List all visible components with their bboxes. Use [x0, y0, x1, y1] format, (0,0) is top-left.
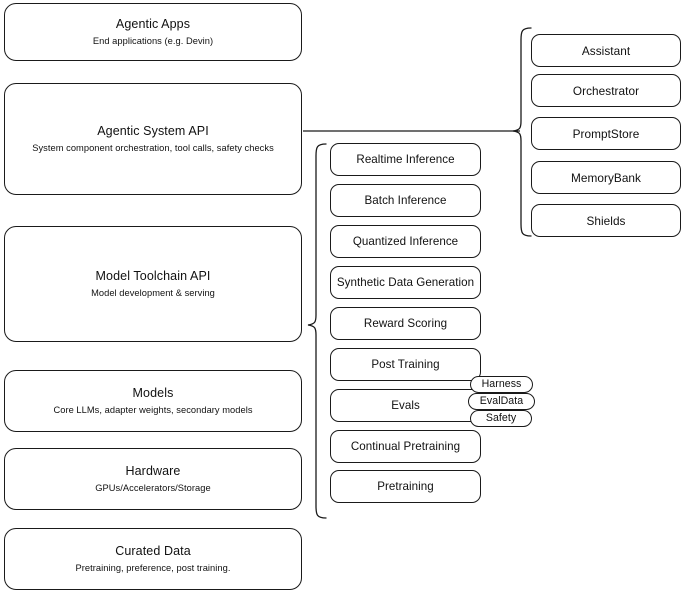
capability-label: Continual Pretraining: [350, 439, 461, 453]
capability-label: Pretraining: [377, 479, 434, 493]
layer-title: Agentic System API: [97, 124, 209, 138]
component-label: Shields: [586, 213, 626, 228]
evals-badge-harness[interactable]: Harness: [470, 376, 533, 393]
component-memorybank[interactable]: MemoryBank: [531, 161, 681, 194]
layer-title: Model Toolchain API: [95, 269, 211, 283]
layer-title: Agentic Apps: [115, 17, 191, 31]
layer-title: Hardware: [125, 464, 181, 478]
capability-label: Post Training: [371, 357, 440, 371]
capability-label: Synthetic Data Generation: [336, 275, 475, 289]
layer-subtitle: Pretraining, preference, post training.: [75, 563, 231, 573]
evals-badge-label: EvalData: [479, 395, 524, 407]
capability-synthetic-data-generation[interactable]: Synthetic Data Generation: [330, 266, 481, 299]
layer-title: Curated Data: [115, 544, 191, 558]
evals-badge-safety[interactable]: Safety: [470, 410, 532, 427]
evals-badge-label: Harness: [481, 378, 522, 390]
capability-realtime-inference[interactable]: Realtime Inference: [330, 143, 481, 176]
capability-label: Quantized Inference: [352, 234, 459, 248]
capability-quantized-inference[interactable]: Quantized Inference: [330, 225, 481, 258]
capability-pretraining[interactable]: Pretraining: [330, 470, 481, 503]
component-label: Orchestrator: [572, 83, 640, 98]
capability-reward-scoring[interactable]: Reward Scoring: [330, 307, 481, 340]
layer-curated-data[interactable]: Curated Data Pretraining, preference, po…: [4, 528, 302, 590]
capability-label: Realtime Inference: [356, 152, 455, 166]
component-assistant[interactable]: Assistant: [531, 34, 681, 67]
capability-continual-pretraining[interactable]: Continual Pretraining: [330, 430, 481, 463]
capability-label: Batch Inference: [364, 193, 447, 207]
capability-post-training[interactable]: Post Training: [330, 348, 481, 381]
layer-agentic-apps[interactable]: Agentic Apps End applications (e.g. Devi…: [4, 3, 302, 61]
layer-subtitle: End applications (e.g. Devin): [92, 36, 214, 46]
bracket-system-components: [512, 27, 532, 237]
bracket-toolchain-capabilities: [307, 143, 327, 519]
component-label: MemoryBank: [571, 170, 641, 185]
layer-agentic-system-api[interactable]: Agentic System API System component orch…: [4, 83, 302, 195]
evals-badge-evaldata[interactable]: EvalData: [468, 393, 535, 410]
layer-models[interactable]: Models Core LLMs, adapter weights, secon…: [4, 370, 302, 432]
capability-batch-inference[interactable]: Batch Inference: [330, 184, 481, 217]
component-promptstore[interactable]: PromptStore: [531, 117, 681, 150]
component-label: Assistant: [581, 43, 631, 58]
layer-hardware[interactable]: Hardware GPUs/Accelerators/Storage: [4, 448, 302, 510]
layer-model-toolchain-api[interactable]: Model Toolchain API Model development & …: [4, 226, 302, 342]
capability-evals[interactable]: Evals: [330, 389, 481, 422]
layer-subtitle: Core LLMs, adapter weights, secondary mo…: [53, 405, 253, 415]
layer-subtitle: System component orchestration, tool cal…: [32, 143, 274, 153]
layer-subtitle: GPUs/Accelerators/Storage: [95, 483, 211, 493]
layer-title: Models: [132, 386, 174, 400]
capability-label: Evals: [391, 398, 420, 412]
capability-label: Reward Scoring: [363, 316, 448, 330]
evals-badge-label: Safety: [485, 412, 517, 424]
component-shields[interactable]: Shields: [531, 204, 681, 237]
component-label: PromptStore: [572, 126, 640, 141]
layer-subtitle: Model development & serving: [91, 288, 215, 298]
component-orchestrator[interactable]: Orchestrator: [531, 74, 681, 107]
